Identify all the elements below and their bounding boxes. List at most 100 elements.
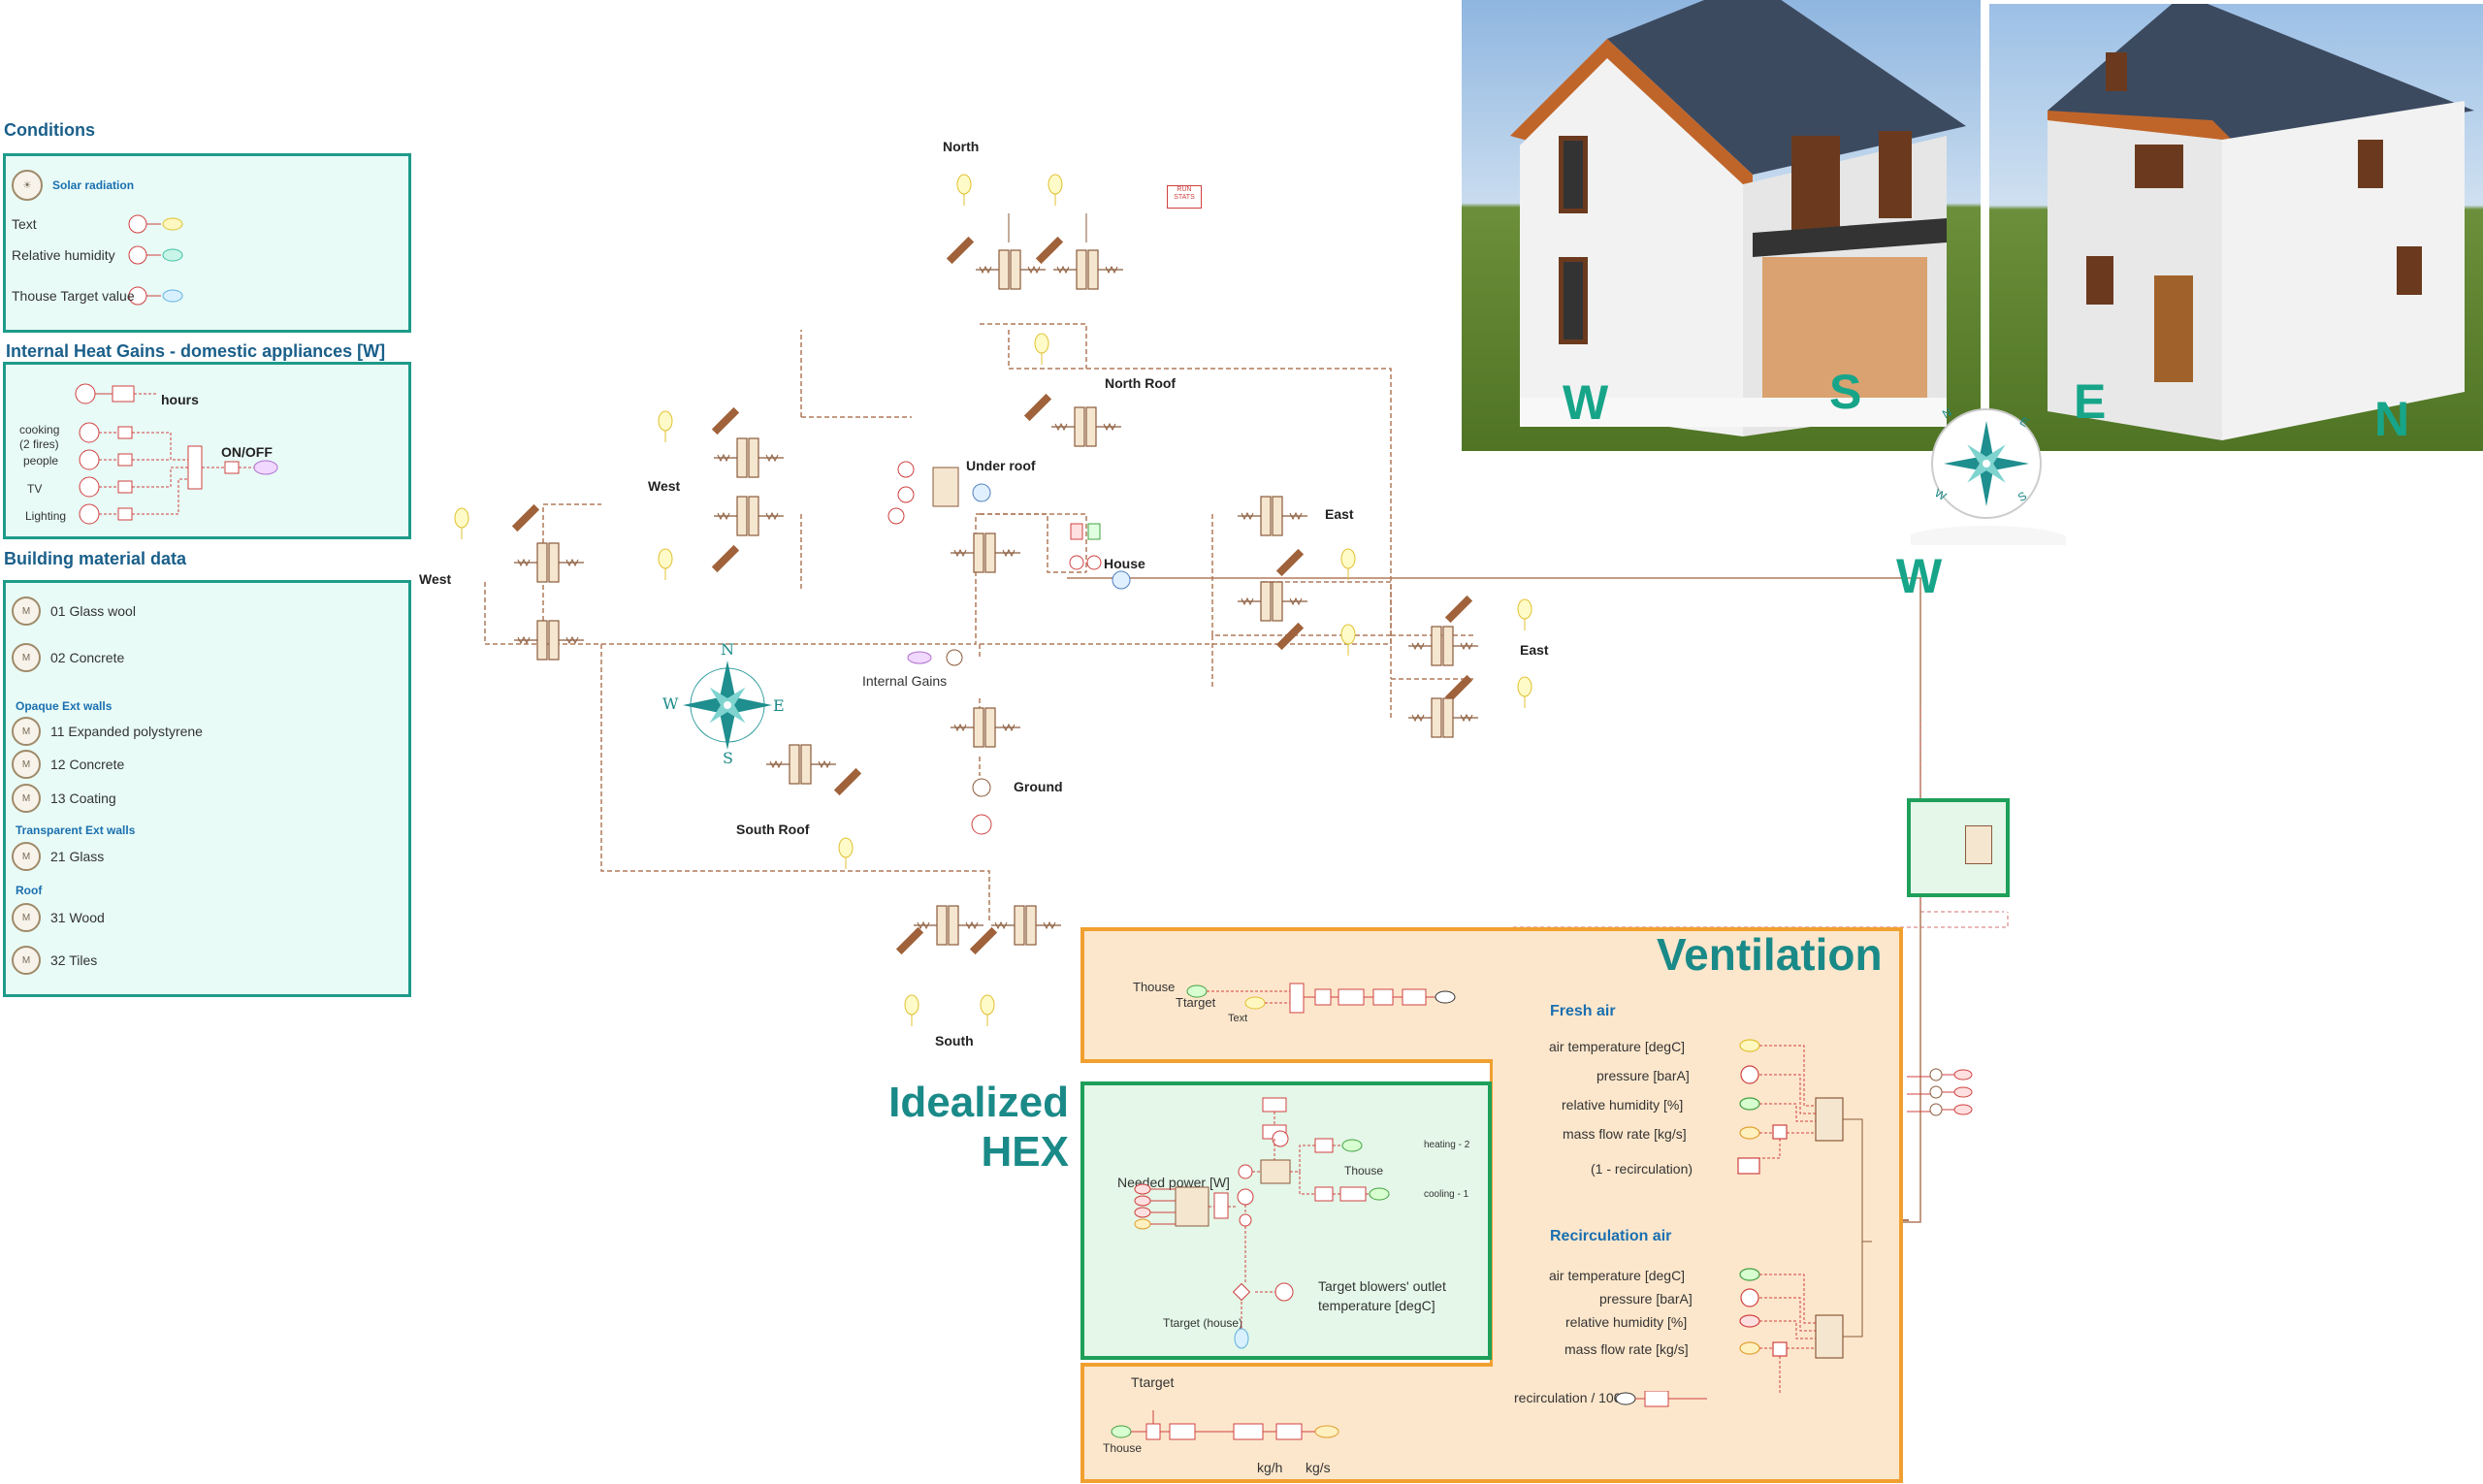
fa-press-label: pressure [barA] bbox=[1596, 1068, 1690, 1083]
material-icon: M bbox=[12, 946, 41, 975]
compass-s: S bbox=[723, 749, 733, 767]
tv-label: TV bbox=[27, 482, 43, 496]
vent-text-label: Text bbox=[1228, 1013, 1248, 1024]
vent-sources-diagram bbox=[1737, 1039, 1872, 1395]
photo-label-n: N bbox=[2374, 392, 2410, 446]
material-icon: M bbox=[12, 903, 41, 932]
solar-radiation-row[interactable]: ☀ Solar radiation bbox=[12, 170, 134, 201]
material-icon: M bbox=[12, 643, 41, 672]
heating-label: heating - 2 bbox=[1424, 1140, 1470, 1150]
south-label: South bbox=[935, 1033, 974, 1048]
air-mixer-block[interactable] bbox=[1965, 825, 1992, 864]
conditions-sources bbox=[128, 214, 183, 306]
compass-w: W bbox=[662, 694, 679, 713]
north-roof-label: North Roof bbox=[1105, 375, 1177, 391]
transparent-heading: Transparent Ext walls bbox=[16, 823, 136, 837]
vent-control-chain bbox=[1186, 983, 1456, 1014]
thouse-row[interactable]: Thouse Target value bbox=[12, 288, 135, 304]
ventilation-bottom-box bbox=[1080, 1363, 1903, 1483]
people-label: people bbox=[23, 454, 59, 468]
under-roof-label: Under roof bbox=[966, 458, 1036, 473]
internal-gains-title: Internal Heat Gains - domestic appliance… bbox=[6, 341, 386, 361]
compass-e: E bbox=[773, 696, 785, 715]
ra-rh-label: relative humidity [%] bbox=[1565, 1314, 1688, 1330]
vent-ttarget-label: Ttarget bbox=[1176, 995, 1216, 1010]
hex-thouse-label: Thouse bbox=[1344, 1164, 1384, 1178]
material-icon: M bbox=[12, 784, 41, 813]
photo-label-w: W bbox=[1563, 375, 1609, 430]
run-stats-button[interactable]: RUN STATS bbox=[1167, 185, 1202, 209]
ttarget-house-label: Ttarget (house) bbox=[1163, 1316, 1243, 1330]
target-blowers-label: Target blowers' outlet temperature [degC… bbox=[1318, 1278, 1446, 1313]
recirc100-label: recirculation / 100 bbox=[1514, 1390, 1622, 1405]
roof-heading: Roof bbox=[16, 884, 43, 897]
material-icon: M bbox=[12, 750, 41, 779]
house-render-en bbox=[2048, 4, 2474, 440]
compass-rose-icon bbox=[1911, 408, 2066, 545]
conditions-panel: ☀ Solar radiation Text Relative humidity… bbox=[3, 153, 411, 333]
ventilation-title: Ventilation bbox=[1657, 929, 1883, 980]
south-roof-label: South Roof bbox=[736, 822, 810, 837]
vent-thouse2-label: Thouse bbox=[1103, 1441, 1143, 1455]
hours-label: hours bbox=[161, 392, 199, 407]
cooking-label: cooking (2 fires) bbox=[19, 423, 60, 451]
fa-rh-label: relative humidity [%] bbox=[1562, 1097, 1684, 1113]
west-label-1: West bbox=[648, 478, 681, 494]
fa-recirc-label: (1 - recirculation) bbox=[1591, 1161, 1693, 1177]
internal-gains-panel: hours cooking (2 fires) people TV Lighti… bbox=[3, 362, 411, 539]
hex-title: Idealized HEX bbox=[871, 1079, 1069, 1177]
material-icon: M bbox=[12, 842, 41, 871]
cooling-label: cooling - 1 bbox=[1424, 1189, 1469, 1200]
east-label-1: East bbox=[1325, 506, 1354, 522]
house-photo-ws bbox=[1462, 0, 1981, 451]
ventilation-top-box bbox=[1080, 927, 1903, 1063]
house-render-ws bbox=[1510, 0, 1966, 436]
photo-label-w-big: W bbox=[1896, 549, 1943, 603]
conditions-title: Conditions bbox=[4, 120, 95, 140]
thouse-label: Thouse Target value bbox=[12, 288, 135, 304]
material-icon: M bbox=[12, 717, 41, 746]
north-label: North bbox=[943, 139, 980, 154]
lighting-label: Lighting bbox=[25, 509, 67, 523]
air-junction-box[interactable] bbox=[1907, 798, 2010, 897]
hex-title-line1: Idealized bbox=[888, 1079, 1069, 1126]
ground-label: Ground bbox=[1014, 779, 1063, 794]
recirc-air-heading: Recirculation air bbox=[1550, 1228, 1672, 1244]
text-row[interactable]: Text bbox=[12, 216, 37, 232]
compass-n: N bbox=[721, 640, 734, 659]
text-label: Text bbox=[12, 216, 37, 232]
materials-title: Building material data bbox=[4, 549, 187, 568]
material-icon: M bbox=[12, 597, 41, 626]
hex-circuit bbox=[1134, 1097, 1390, 1349]
house-label: House bbox=[1104, 556, 1145, 571]
house-state-outputs bbox=[1929, 1068, 1973, 1116]
photo-label-e: E bbox=[2074, 374, 2107, 429]
vent-ttarget2-label: Ttarget bbox=[1131, 1374, 1175, 1390]
sun-icon: ☀ bbox=[12, 170, 43, 201]
east-label-2: East bbox=[1520, 642, 1549, 658]
fresh-air-heading: Fresh air bbox=[1550, 1003, 1616, 1019]
ra-press-label: pressure [barA] bbox=[1599, 1291, 1693, 1307]
fa-temp-label: air temperature [degC] bbox=[1549, 1039, 1686, 1054]
kgh-label: kg/h bbox=[1257, 1460, 1283, 1475]
onoff-label: ON/OFF bbox=[221, 444, 273, 460]
hex-title-line2: HEX bbox=[981, 1127, 1069, 1176]
ra-temp-label: air temperature [degC] bbox=[1549, 1268, 1686, 1283]
ra-mfr-label: mass flow rate [kg/s] bbox=[1564, 1341, 1689, 1357]
vent-thouse-label: Thouse bbox=[1133, 980, 1176, 994]
kgs-label: kg/s bbox=[1306, 1460, 1331, 1475]
rh-label: Relative humidity bbox=[12, 247, 115, 263]
house-photo-en bbox=[1989, 4, 2483, 451]
west-label-2: West bbox=[419, 571, 452, 587]
rh-row[interactable]: Relative humidity bbox=[12, 247, 115, 263]
